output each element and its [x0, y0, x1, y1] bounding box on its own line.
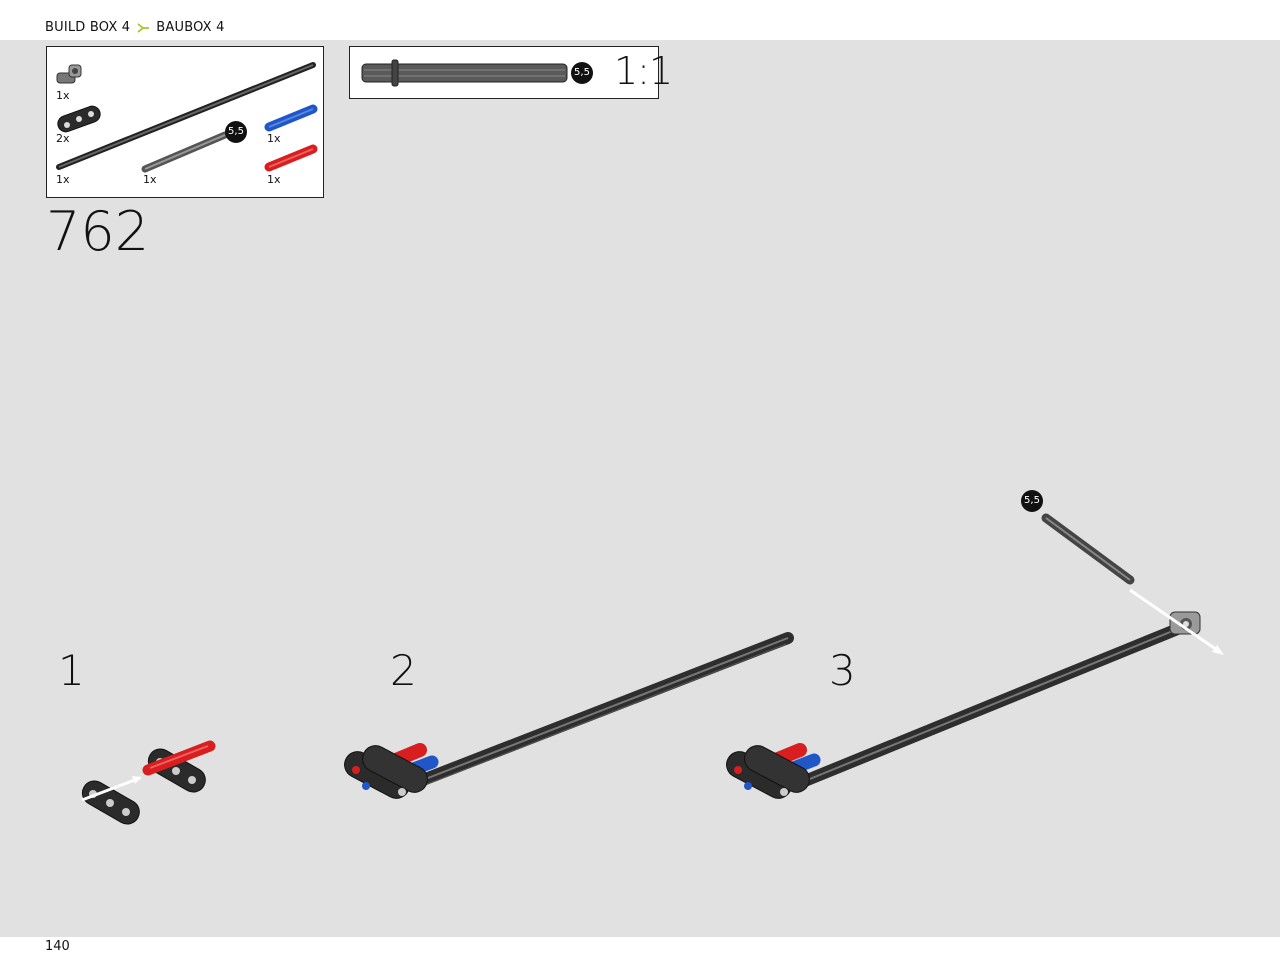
- page-footer: [0, 937, 1280, 974]
- axle-length-badge: 5,5: [225, 121, 247, 143]
- parts-list-art: [56, 62, 318, 173]
- step-axle-badge: 5,5: [1021, 490, 1043, 512]
- axle-1to1-icon: [361, 59, 568, 87]
- page-number: 140: [45, 939, 70, 954]
- angle-connector-placed-icon: [1169, 611, 1201, 635]
- short-axle-incoming-icon: [1041, 513, 1135, 585]
- breadcrumb-build-box: BUILD BOX 4: [45, 20, 131, 35]
- substep-number-3: 3: [829, 646, 856, 695]
- scale-axle-art: [361, 59, 568, 87]
- substep-1-assembly: [81, 740, 216, 825]
- qty-red-axle-pin: 1x: [267, 173, 281, 186]
- parts-list-box: 5,5 1x 2x 1x 1x 1x 1x: [46, 46, 324, 198]
- short-axle-icon: [141, 131, 229, 173]
- page-header: [0, 0, 1280, 40]
- substep-3-assembly: [726, 513, 1224, 799]
- scale-callout-box: 5,5 1:1: [349, 46, 673, 99]
- qty-short-axle: 1x: [143, 173, 157, 186]
- assembly-arrow-icon: [1129, 588, 1224, 655]
- red-axle-pin-icon: [264, 144, 318, 172]
- double-liftarm-icon-3: [726, 745, 810, 799]
- double-liftarm-icon: [344, 745, 428, 799]
- breadcrumb-separator-icon: [137, 22, 150, 33]
- qty-liftarm: 2x: [56, 132, 70, 145]
- substep-2-assembly: [344, 632, 794, 799]
- step-number: 762: [46, 200, 150, 263]
- qty-blue-pin: 1x: [267, 132, 281, 145]
- qty-angle-connector: 1x: [56, 89, 70, 102]
- qty-long-axle: 1x: [56, 173, 70, 186]
- liftarm-with-pin-icon: [142, 740, 216, 793]
- scale-length-badge: 5,5: [571, 62, 593, 84]
- substep-number-2: 2: [390, 646, 417, 695]
- blue-pin-icon: [264, 104, 318, 132]
- liftarm-icon: [57, 105, 101, 133]
- long-axle-with-connector-icon: [789, 622, 1186, 791]
- liftarm-loose-icon: [81, 780, 140, 825]
- long-axle-inserted-icon: [404, 632, 794, 791]
- scale-label: 1:1: [614, 49, 673, 93]
- substep-number-1: 1: [58, 646, 85, 695]
- breadcrumb-baubox: BAUBOX 4: [156, 20, 225, 35]
- insert-arrow-icon: [81, 776, 142, 802]
- angle-connector-icon: [56, 64, 82, 84]
- breadcrumb: BUILD BOX 4 BAUBOX 4: [45, 20, 225, 35]
- long-axle-icon: [56, 62, 316, 170]
